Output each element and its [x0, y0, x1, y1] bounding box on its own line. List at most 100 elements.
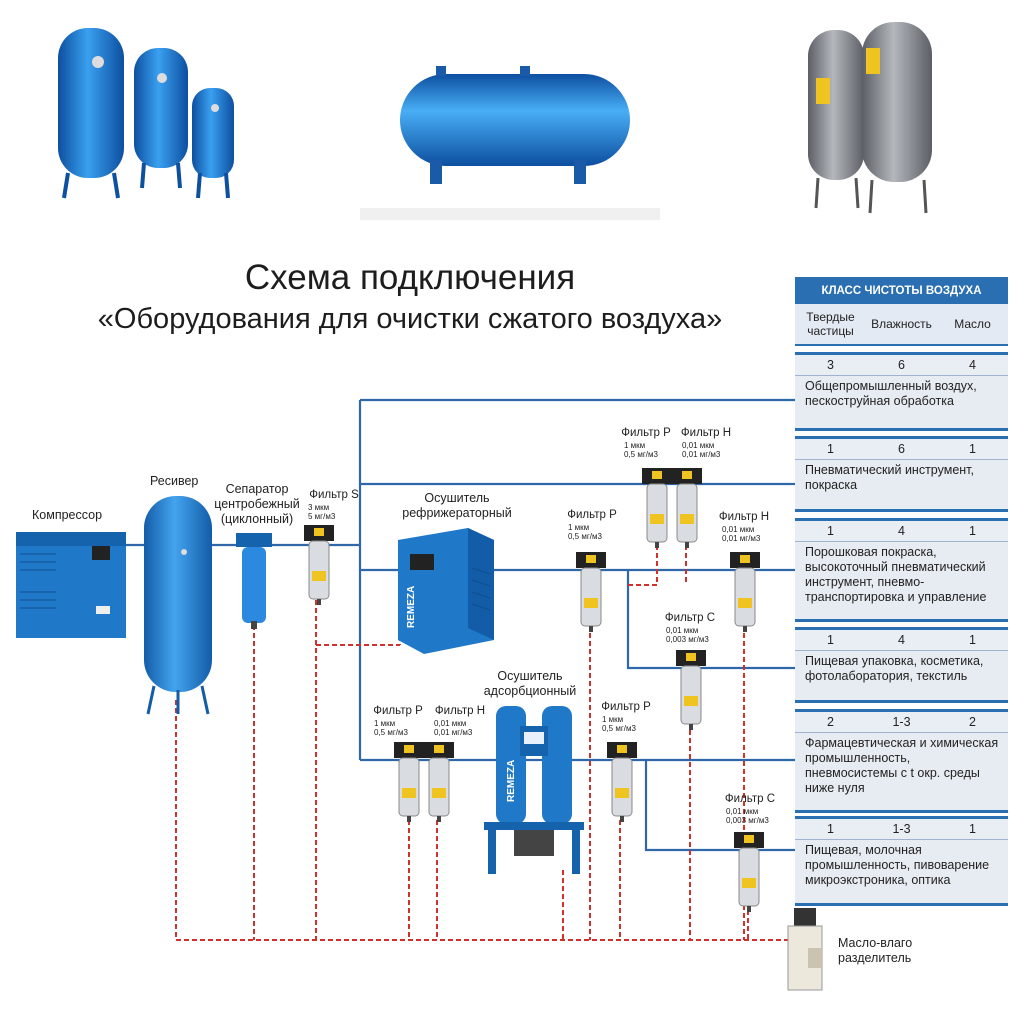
purity-value: 1	[827, 633, 834, 647]
filter-h-low-icon	[424, 742, 454, 822]
filter-h-top-icon	[672, 468, 702, 548]
spec-line: 0,003 мг/м3	[726, 816, 769, 825]
condensate-drains	[175, 545, 790, 941]
purity-application: Общепромышленный воздух, пескоструйная о…	[805, 379, 977, 408]
receiver-icon	[144, 496, 212, 715]
filter-c-low-spec: 0,01 мкм 0,003 мг/м3	[726, 807, 769, 825]
ref-dryer-label-line2: рефрижераторный	[402, 506, 512, 520]
purity-application: Пищевая, молочная промышленность, пивова…	[805, 843, 990, 887]
filter-h-top-label: Фильтр H	[680, 427, 732, 439]
purity-value: 1	[827, 524, 834, 538]
filter-s-icon	[304, 525, 334, 605]
ads-dryer-brand: REMEZA	[506, 760, 517, 802]
filter-c-mid-spec: 0,01 мкм 0,003 мг/м3	[666, 626, 709, 644]
refrigeration-dryer-icon: REMEZA	[398, 528, 494, 654]
purity-value: 4	[898, 633, 905, 647]
compressor-icon	[16, 532, 126, 638]
separator-label-line2: центробежный	[214, 497, 300, 511]
receiver-label: Ресивер	[150, 474, 199, 488]
ads-dryer-label: Осушитель адсорбционный	[470, 669, 590, 699]
cyclone-separator-icon	[236, 533, 272, 629]
col-humidity: Влажность	[871, 317, 932, 331]
spec-line: 0,5 мг/м3	[374, 728, 408, 737]
adsorption-dryer-icon: REMEZA	[484, 706, 584, 874]
filter-h-low-label: Фильтр H	[434, 705, 486, 717]
compressor-label: Компрессор	[32, 508, 103, 522]
purity-panel-columns: Твердые частицы Влажность Масло	[795, 304, 1008, 346]
spec-line: 0,003 мг/м3	[666, 635, 709, 644]
spec-line: 0,01 мг/м3	[722, 534, 761, 543]
filter-h-mid-icon	[730, 552, 760, 632]
spec-line: 0,5 мг/м3	[624, 450, 658, 459]
spec-line: 0,5 мг/м3	[568, 532, 602, 541]
purity-value: 1	[827, 822, 834, 836]
spec-line: 0,01 мкм	[434, 719, 467, 728]
purity-value: 1	[969, 822, 976, 836]
purity-value: 1	[969, 524, 976, 538]
separator-label-line1: Сепаратор	[225, 482, 289, 496]
ads-dryer-label-line2: адсорбционный	[483, 684, 577, 698]
ref-dryer-label-line1: Осушитель	[424, 491, 490, 505]
filter-c-low-icon	[734, 832, 764, 912]
diagram-title: Схема подключения	[244, 258, 576, 297]
purity-value: 6	[898, 358, 905, 372]
purity-value: 6	[898, 442, 905, 456]
purity-value: 1	[827, 442, 834, 456]
filter-p-low-spec: 1 мкм 0,5 мг/м3	[374, 719, 408, 737]
separator-label-line3: (циклонный)	[220, 512, 294, 526]
grey-receivers-photo	[808, 22, 932, 214]
spec-line: 0,5 мг/м3	[602, 724, 636, 733]
filter-h-mid-spec: 0,01 мкм 0,01 мг/м3	[722, 525, 760, 543]
spec-line: 0,01 мкм	[682, 441, 715, 450]
filter-c-mid-icon	[676, 650, 706, 730]
spec-line: 0,01 мг/м3	[682, 450, 721, 459]
filter-p-mid-icon	[576, 552, 606, 632]
filter-p-top-icon	[642, 468, 672, 548]
oil-separator-label-line2: разделитель	[838, 951, 912, 965]
filter-s-label: Фильтр S	[309, 489, 359, 501]
purity-value: 2	[969, 715, 976, 729]
purity-value: 1	[969, 633, 976, 647]
purity-value: 3	[827, 358, 834, 372]
ref-dryer-brand: REMEZA	[406, 586, 417, 628]
purity-application: Пневматический инструмент, покраска	[805, 463, 974, 492]
filter-p-top-spec: 1 мкм 0,5 мг/м3	[624, 441, 658, 459]
purity-panel-header: КЛАСС ЧИСТОТЫ ВОЗДУХА	[795, 277, 1008, 304]
col-particles: Твердые частицы	[806, 310, 855, 338]
separator-label: Сепаратор центробежный (циклонный)	[212, 482, 302, 527]
filter-h-top-spec: 0,01 мкм 0,01 мг/м3	[682, 441, 720, 459]
purity-card: 3 6 4 Общепромышленный воздух, пескоструйн…	[795, 352, 1008, 431]
filter-p-mid-label: Фильтр P	[567, 509, 617, 521]
filter-p-mid-spec: 1 мкм 0,5 мг/м3	[568, 523, 602, 541]
filter-h-mid-label: Фильтр H	[718, 511, 770, 523]
purity-value: 4	[898, 524, 905, 538]
filter-p-ads-label: Фильтр P	[601, 701, 651, 713]
purity-value: 2	[827, 715, 834, 729]
filter-s-spec: 3 мкм 5 мг/м3	[308, 503, 335, 521]
spec-line: 0,01 мкм	[722, 525, 755, 534]
filter-s-spec-line2: 5 мг/м3	[308, 512, 336, 521]
purity-value: 4	[969, 358, 976, 372]
oil-separator-label-line1: Масло-влаго	[838, 936, 913, 950]
spec-line: 1 мкм	[568, 523, 590, 532]
oil-separator-label: Масло-влаго разделитель	[838, 936, 912, 966]
purity-value: 1-3	[892, 715, 911, 729]
spec-line: 0,01 мг/м3	[434, 728, 473, 737]
spec-line: 0,01 мкм	[726, 807, 759, 816]
filter-p-low-label: Фильтр P	[373, 705, 423, 717]
purity-value: 1-3	[892, 822, 911, 836]
filter-p-top-label: Фильтр P	[621, 427, 671, 439]
ref-dryer-label: Осушитель рефрижераторный	[392, 491, 522, 521]
filter-h-low-spec: 0,01 мкм 0,01 мг/м3	[434, 719, 472, 737]
spec-line: 1 мкм	[624, 441, 646, 450]
horizontal-receiver-photo	[360, 66, 660, 220]
filter-p-ads-icon	[607, 742, 637, 822]
filter-p-low-icon	[394, 742, 424, 822]
spec-line: 1 мкм	[374, 719, 396, 728]
filter-s-spec-line1: 3 мкм	[308, 503, 330, 512]
diagram-subtitle: «Оборудования для очистки сжатого воздух…	[97, 303, 723, 335]
vertical-receivers-photo	[58, 28, 234, 199]
